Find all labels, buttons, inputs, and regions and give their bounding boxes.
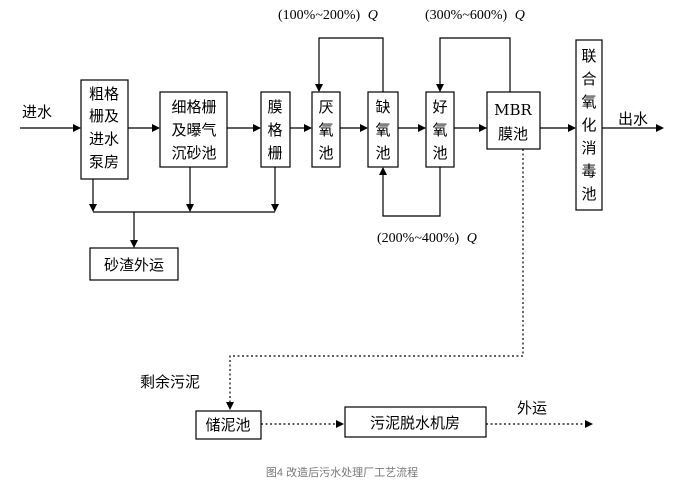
- recycle-ratio-2-q: Q: [515, 8, 525, 23]
- aerobic-line-3: 池: [432, 144, 447, 162]
- fine-screen-box: [159, 91, 228, 168]
- anaerobic-line-3: 池: [318, 144, 333, 162]
- recycle-ratio-1: (100%~200%) Q: [278, 8, 378, 23]
- disinfection-line-2: 合: [581, 70, 596, 88]
- sludge-out-label: 外运: [517, 399, 547, 417]
- membrane-screen-line-3: 栅: [267, 144, 282, 162]
- disinfection-line-5: 消: [581, 139, 596, 157]
- anaerobic-box: [311, 91, 341, 168]
- disinfection-line-7: 池: [581, 185, 596, 203]
- aerobic-line-1: 好: [432, 98, 447, 116]
- anoxic-line-3: 池: [375, 144, 390, 162]
- membrane-screen-line-1: 膜: [267, 98, 282, 116]
- aerobic-box: [425, 91, 455, 168]
- fine-screen-line-2: 及曝气: [171, 121, 216, 139]
- grit-out-label: 砂渣外运: [104, 256, 164, 274]
- membrane-screen-line-2: 格: [267, 121, 282, 139]
- excess-sludge-label: 剩余污泥: [140, 373, 200, 391]
- influent-label: 进水: [22, 103, 52, 121]
- disinfection-line-3: 氧: [581, 93, 596, 111]
- recycle-ratio-3-value: (200%~400%): [377, 231, 460, 246]
- fine-screen-line-3: 沉砂池: [171, 144, 216, 162]
- recycle-ratio-3: (200%~400%) Q: [377, 231, 477, 246]
- coarse-screen-line-2: 栅及: [89, 107, 119, 125]
- recycle-ratio-1-q: Q: [368, 8, 378, 23]
- recycle-loop-1: [315, 37, 384, 92]
- sludge-tank-label: 储泥池: [205, 416, 250, 434]
- fine-screen-line-1: 细格栅: [171, 98, 216, 116]
- mbr-box: [486, 91, 541, 150]
- disinfection-box: [575, 39, 603, 211]
- sludge-tank-box: [195, 410, 262, 440]
- recycle-ratio-1-value: (100%~200%): [278, 8, 361, 23]
- grit-out-box: [89, 247, 179, 281]
- figure-caption: 图4 改造后污水处理厂工艺流程: [266, 465, 418, 479]
- disinfection-line-6: 毒: [581, 162, 596, 180]
- anaerobic-line-2: 氧: [318, 121, 333, 139]
- anaerobic-line-1: 厌: [318, 98, 333, 116]
- recycle-ratio-2-value: (300%~600%): [425, 8, 508, 23]
- coarse-screen-line-1: 粗格: [89, 85, 119, 103]
- anoxic-line-2: 氧: [375, 121, 390, 139]
- coarse-screen-line-3: 进水: [89, 130, 119, 148]
- recycle-ratio-2: (300%~600%) Q: [425, 8, 525, 23]
- aerobic-line-2: 氧: [432, 121, 447, 139]
- coarse-screen-box: [80, 79, 129, 180]
- recycle-ratio-3-q: Q: [467, 231, 477, 246]
- anoxic-line-1: 缺: [375, 98, 390, 116]
- recycle-loop-3: [379, 167, 441, 217]
- dewatering-label: 污泥脱水机房: [370, 414, 460, 432]
- disinfection-line-4: 化: [581, 116, 596, 134]
- excess-sludge-line: [226, 149, 524, 410]
- mbr-line-2: 膜池: [498, 125, 528, 143]
- coarse-screen-line-4: 泵房: [89, 153, 119, 171]
- disinfection-line-1: 联: [581, 47, 596, 65]
- recycle-loop-2: [436, 37, 511, 92]
- mbr-line-1: MBR: [494, 101, 532, 119]
- effluent-label: 出水: [618, 110, 648, 128]
- dewatering-box: [344, 406, 487, 438]
